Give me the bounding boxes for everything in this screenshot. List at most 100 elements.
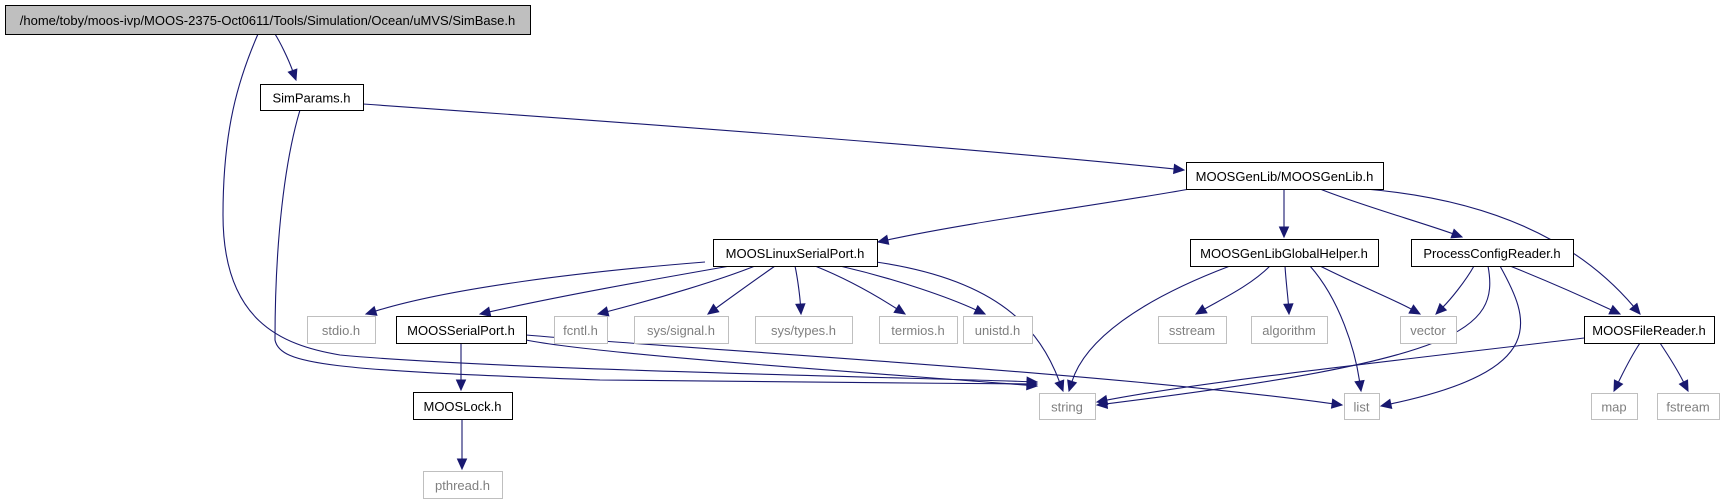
edge-line [607,265,756,313]
node-box [396,316,527,344]
node-label: pthread.h [435,478,490,493]
arrowhead-icon [596,306,610,317]
edge-line [1309,265,1361,382]
edge-globalhelper-to-algorithm [1283,265,1294,316]
node-box [1657,393,1720,420]
arrowhead-icon [1194,304,1208,315]
node-label: MOOSLinuxSerialPort.h [726,246,865,261]
node-fcntl: fcntl.h [554,316,608,344]
node-box [1186,162,1384,190]
node-box [1251,316,1328,344]
edge-globalhelper-to-string [1067,265,1231,393]
node-stdio: stdio.h [307,316,376,344]
arrowhead-icon [1278,226,1290,239]
edge-linuxserial-to-termios [814,265,907,315]
edge-line [1204,265,1271,310]
edge-linuxserial-to-serialport [478,265,731,317]
arrowhead-icon [287,68,298,82]
node-simparams[interactable]: SimParams.h [260,84,364,111]
edge-line [525,339,1028,386]
edge-linuxserial-to-signal [707,265,776,315]
node-pthread: pthread.h [423,471,503,499]
arrowhead-icon [364,305,378,316]
edge-line [1364,188,1634,307]
arrowhead-icon [1067,379,1078,393]
edge-line [375,261,706,312]
arrowhead-icon [1354,379,1365,393]
node-label: map [1601,400,1626,415]
edge-moosgenlib-to-filereader [1364,188,1641,315]
edge-line [715,265,776,309]
edge-line [1106,337,1585,401]
edge-line [1659,342,1685,383]
node-globalhelper[interactable]: MOOSGenLibGlobalHelper.h [1190,239,1379,267]
edge-linuxserial-to-types [794,265,806,316]
edge-moosgenlib-to-linuxserial [876,188,1191,245]
node-box [1344,393,1380,420]
node-fstream: fstream [1657,393,1720,420]
edge-linuxserial-to-fcntl [596,265,756,317]
node-box [879,316,958,344]
nodes-layer: /home/toby/moos-ivp/MOOS-2375-Oct0611/To… [5,5,1720,499]
edge-filereader-to-map [1613,342,1641,393]
node-box [1400,316,1457,344]
node-box [1584,316,1715,344]
node-box [1591,393,1638,420]
node-linuxserial[interactable]: MOOSLinuxSerialPort.h [713,239,878,267]
edge-line [1509,265,1612,311]
node-simbase[interactable]: /home/toby/moos-ivp/MOOS-2375-Oct0611/To… [5,5,531,35]
edge-moosgenlib-to-globalhelper [1278,189,1290,239]
edge-filereader-to-fstream [1659,342,1689,393]
node-label: string [1051,400,1083,415]
node-label: /home/toby/moos-ivp/MOOS-2375-Oct0611/To… [20,13,515,28]
node-label: sstream [1169,323,1215,338]
arrowhead-icon [707,303,720,315]
node-box [260,84,364,111]
node-label: MOOSSerialPort.h [407,323,515,338]
node-label: sys/types.h [771,323,836,338]
edge-line [1319,188,1453,235]
edge-linuxserial-to-unistd [839,265,987,315]
arrowhead-icon [1629,302,1641,315]
node-box [713,239,878,267]
arrowhead-icon [1450,228,1464,239]
edge-pcr-to-list [1379,265,1522,409]
arrowhead-icon [1173,163,1186,175]
edge-line [794,265,801,305]
edge-filereader-to-string [1095,337,1585,406]
node-box [1158,316,1227,344]
node-filereader[interactable]: MOOSFileReader.h [1584,316,1715,344]
edge-pcr-to-filereader [1509,265,1622,315]
edge-line [222,33,1028,383]
arrowhead-icon [1054,379,1065,393]
edge-serialport-to-list [525,334,1344,409]
node-box [5,5,531,35]
arrowhead-icon [1608,304,1622,315]
edge-pcr-to-vector [1435,265,1475,315]
arrowhead-icon [893,303,907,315]
edge-line [274,109,1028,385]
node-mooslock[interactable]: MOOSLock.h [413,392,513,420]
arrowhead-icon [455,379,467,392]
node-label: MOOSLock.h [423,399,501,414]
node-moosgenlib[interactable]: MOOSGenLib/MOOSGenLib.h [1186,162,1384,190]
arrowhead-icon [1283,303,1294,316]
node-label: ProcessConfigReader.h [1423,246,1560,261]
node-signal: sys/signal.h [634,316,729,344]
node-label: vector [1410,323,1446,338]
edge-moosgenlib-to-pcr [1319,188,1464,239]
edge-linuxserial-to-stdio [364,261,706,316]
edge-line [1071,265,1231,382]
arrowhead-icon [1026,379,1039,391]
node-label: MOOSGenLib/MOOSGenLib.h [1196,169,1374,184]
edge-line [362,103,1175,170]
node-serialport[interactable]: MOOSSerialPort.h [396,316,527,344]
arrowhead-icon [973,304,987,315]
node-termios: termios.h [879,316,958,344]
arrowhead-icon [1678,379,1689,393]
edge-line [1390,265,1522,405]
edge-linuxserial-to-string [875,261,1065,393]
node-pcr[interactable]: ProcessConfigReader.h [1411,239,1574,267]
node-label: termios.h [891,323,944,338]
